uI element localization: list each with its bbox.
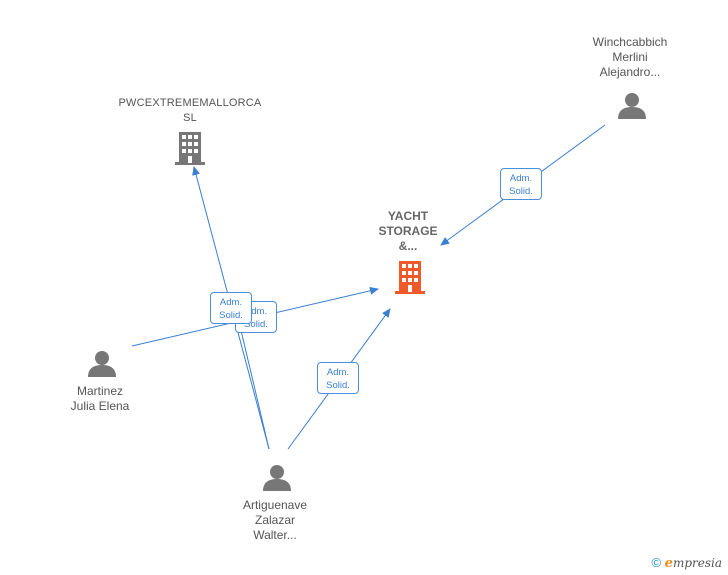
node-label-winch[interactable]: Winchcabbich Merlini Alejandro... <box>592 35 668 79</box>
edge-badge-winch-yacht[interactable]: Adm. Solid. <box>500 168 542 200</box>
person-icon-martinez[interactable] <box>88 351 116 377</box>
building-icon[interactable] <box>175 132 205 165</box>
copyright-icon: © <box>651 555 662 570</box>
edge-artiguenave-martinez-path <box>239 325 270 450</box>
brand-logo-e: e <box>664 556 673 571</box>
footer-brand[interactable]: © empresia <box>651 555 722 571</box>
node-label-yacht[interactable]: YACHT STORAGE &... <box>378 209 438 253</box>
edge-badge-artiguenave-yacht[interactable]: Adm. Solid. <box>317 362 359 394</box>
edge-badge-martinez-yacht[interactable]: Adm. Solid. <box>210 292 252 324</box>
node-label-artiguenave[interactable]: Artiguenave Zalazar Walter... <box>242 498 308 542</box>
person-icon-artiguenave[interactable] <box>263 465 291 491</box>
person-icon-winch[interactable] <box>618 93 646 119</box>
node-label-martinez[interactable]: Martinez Julia Elena <box>70 384 130 413</box>
node-label-pwc[interactable]: PWCEXTREMEMALLORCA SL <box>118 97 262 124</box>
brand-logo-text: mpresia <box>672 556 722 570</box>
building-icon-main[interactable] <box>395 261 425 294</box>
